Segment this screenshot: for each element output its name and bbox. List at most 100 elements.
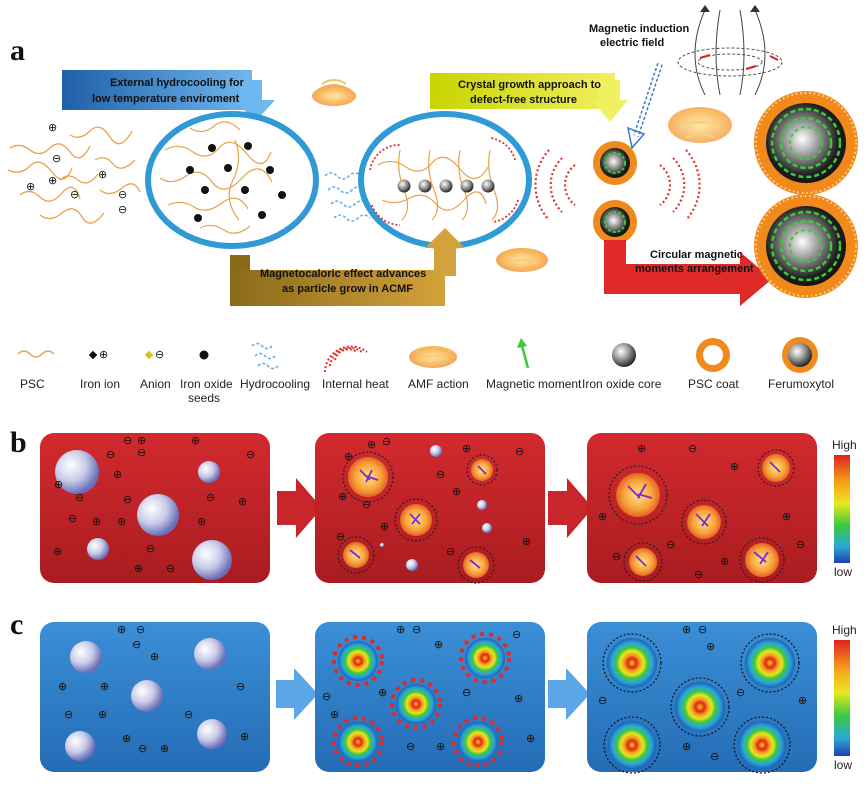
ion-minus: ⊖ [118, 203, 127, 216]
svg-text:⊕: ⊕ [344, 450, 353, 463]
induction-dashed-arrow [626, 63, 663, 150]
svg-text:⊖: ⊖ [412, 623, 421, 636]
legend-amf-label: AMF action [408, 377, 469, 391]
circular-moments-arrow [604, 240, 772, 306]
svg-text:⊕: ⊕ [117, 515, 126, 528]
heat-particle [603, 716, 661, 774]
crystal-label-1: Crystal growth approach to [458, 79, 601, 91]
legend-anion-icon [144, 350, 154, 360]
panel-c-scale-low: low [834, 758, 852, 772]
induction-field-diagram [677, 5, 783, 96]
heat-particle [332, 635, 384, 687]
legend-iron-ion-plus: ⊕ [99, 348, 108, 361]
svg-text:⊖: ⊖ [598, 694, 607, 707]
legend-core-label: Iron oxide core [582, 377, 662, 391]
svg-text:⊖: ⊖ [796, 538, 805, 551]
svg-text:⊖: ⊖ [246, 448, 255, 461]
svg-text:⊕: ⊕ [330, 708, 339, 721]
ferumoxytol-particle [754, 91, 858, 195]
svg-text:⊖: ⊖ [75, 491, 84, 504]
panel-c-scale-high: High [832, 623, 857, 637]
panel-c-stage-1 [40, 622, 270, 772]
heat-particle [459, 632, 511, 684]
amf-wave-top [312, 79, 356, 106]
legend-coat-icon [696, 338, 730, 372]
internal-heat-arcs [534, 149, 701, 221]
ion-plus: ⊕ [48, 121, 57, 134]
svg-text:⊕: ⊕ [637, 442, 646, 455]
coated-particle-small [593, 200, 637, 244]
amf-wave-bottom [496, 248, 548, 272]
svg-text:⊕: ⊕ [682, 740, 691, 753]
legend-ferumoxytol-label: Ferumoxytol [768, 377, 834, 391]
crystal-growth-arrow [430, 73, 628, 122]
svg-text:⊖: ⊖ [512, 628, 521, 641]
crystal-label-2: defect-free structure [470, 94, 577, 106]
svg-text:⊖: ⊖ [322, 690, 331, 703]
svg-text:⊖: ⊖ [106, 448, 115, 461]
legend-seeds-icon [199, 350, 209, 360]
panel-c-stage-3 [587, 622, 817, 774]
panel-b-stage-3 [587, 433, 817, 583]
svg-text:⊖: ⊖ [136, 623, 145, 636]
panel-b-color-scale [834, 455, 850, 563]
svg-text:⊕: ⊕ [54, 478, 63, 491]
svg-text:⊕: ⊕ [522, 535, 531, 548]
legend-iron-ion-label: Iron ion [80, 377, 120, 391]
svg-text:⊕: ⊕ [782, 510, 791, 523]
legend-psc-label: PSC [20, 377, 45, 391]
svg-text:⊖: ⊖ [146, 542, 155, 555]
svg-text:⊖: ⊖ [64, 708, 73, 721]
panel-c-stage-1-ions: ⊕ ⊖ ⊖ ⊕ ⊕ ⊕ ⊖ ⊖ ⊕ ⊖ ⊕ ⊖ ⊕ ⊕ [58, 623, 249, 755]
hydrocooling-arrow [62, 70, 275, 122]
svg-text:⊖: ⊖ [612, 550, 621, 563]
ion-minus: ⊖ [70, 188, 79, 201]
heat-particle [670, 677, 730, 737]
svg-text:⊕: ⊕ [134, 562, 143, 575]
legend-ferumoxytol-icon [782, 337, 818, 373]
svg-text:⊕: ⊕ [598, 510, 607, 523]
panel-b-stage-2-ions: ⊕ ⊖ ⊕ ⊕ ⊖ ⊖ ⊕ ⊖ ⊕ ⊕ ⊖ ⊖ ⊕ [336, 435, 531, 558]
legend-hydrocooling-label: Hydrocooling [240, 377, 310, 391]
svg-text:⊕: ⊕ [338, 490, 347, 503]
panel-c-stage-3-ions: ⊕ ⊖ ⊕ ⊖ ⊖ ⊕ ⊕ ⊖ [598, 623, 807, 763]
svg-text:⊕: ⊕ [117, 623, 126, 636]
ion-plus: ⊕ [26, 180, 35, 193]
legend-amf-icon [409, 346, 457, 368]
amf-wave-right [668, 107, 732, 143]
induction-label-1: Magnetic induction [589, 23, 690, 35]
svg-text:⊕: ⊕ [240, 730, 249, 743]
panel-c-stage-2 [315, 622, 545, 772]
svg-text:⊕: ⊕ [53, 545, 62, 558]
legend-seeds-label-1: Iron oxide [180, 377, 233, 391]
ion-minus: ⊖ [52, 152, 61, 165]
panel-b-stage-2 [315, 433, 545, 584]
panel-b-stage-3-ions: ⊕ ⊖ ⊕ ⊕ ⊖ ⊕ ⊖ ⊖ ⊕ ⊖ [598, 442, 805, 581]
svg-text:⊕: ⊕ [434, 638, 443, 651]
svg-text:⊕: ⊕ [682, 623, 691, 636]
svg-text:⊖: ⊖ [446, 545, 455, 558]
heat-particle [452, 716, 504, 768]
panel-c-arrow-1 [276, 668, 318, 720]
panel-c-letter: c [10, 608, 23, 641]
svg-text:⊕: ⊕ [436, 740, 445, 753]
svg-text:⊕: ⊕ [58, 680, 67, 693]
hydrocooling-flow [324, 172, 371, 222]
ion-plus: ⊕ [48, 174, 57, 187]
svg-text:⊖: ⊖ [336, 530, 345, 543]
svg-text:⊖: ⊖ [688, 442, 697, 455]
svg-text:⊖: ⊖ [382, 435, 391, 448]
legend-heat-label: Internal heat [322, 377, 389, 391]
legend-hydrocooling-icon [251, 342, 279, 370]
svg-text:⊖: ⊖ [406, 740, 415, 753]
circular-label-1: Circular magnetic [650, 249, 743, 261]
svg-text:⊖: ⊖ [68, 512, 77, 525]
svg-text:⊖: ⊖ [710, 750, 719, 763]
legend-anion-minus: ⊖ [155, 348, 164, 361]
svg-text:⊖: ⊖ [184, 708, 193, 721]
svg-text:⊕: ⊕ [798, 694, 807, 707]
ion-plus: ⊕ [98, 168, 107, 181]
panel-b-letter: b [10, 426, 27, 459]
svg-text:⊕: ⊕ [98, 708, 107, 721]
